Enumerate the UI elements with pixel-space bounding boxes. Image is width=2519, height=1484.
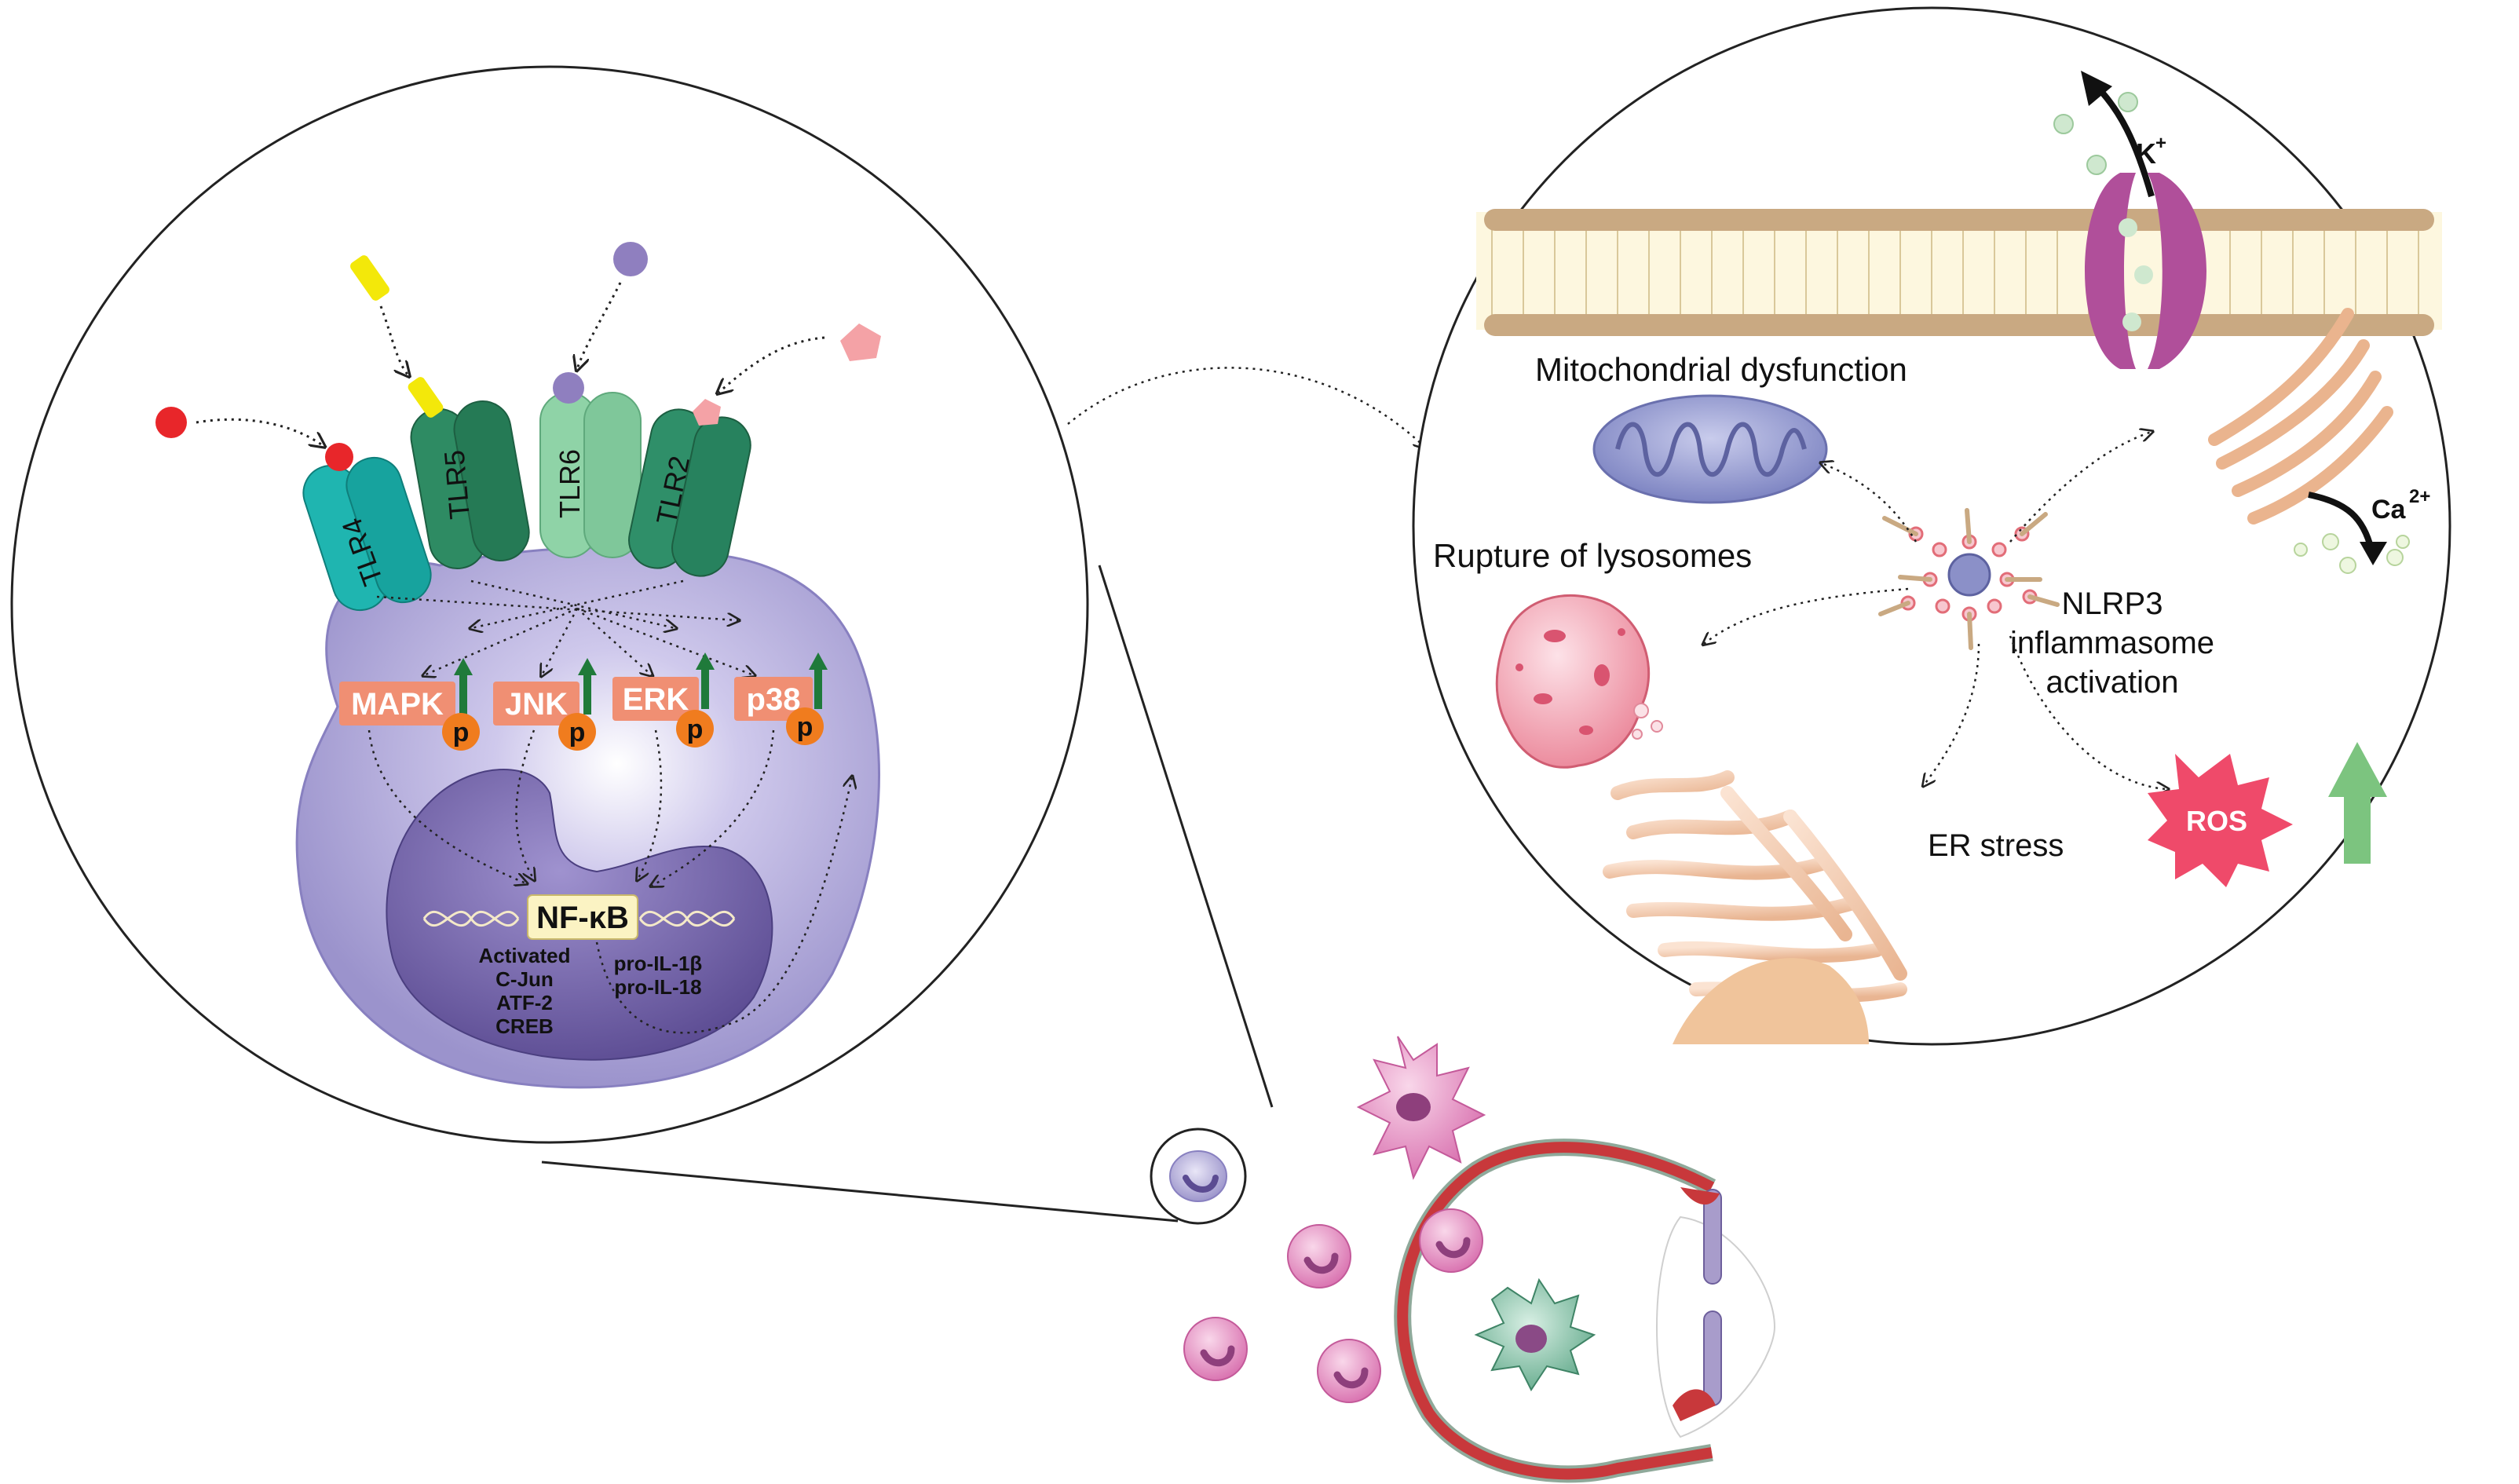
potassium-ions-icon [2053,92,2138,175]
eye-iris-lower [1703,1310,1722,1406]
potassium-charge-label: + [2155,133,2166,154]
eye-scene [1150,1036,1776,1483]
tlr4-receptor [302,456,432,612]
mapk-phospho-label: p [453,718,470,747]
zoom-line-bottom [541,1161,1179,1223]
left-to-right-connector-arrow [1067,367,1425,448]
activated-label: Activated [478,944,570,967]
right-zoom-panel: K + Mitochondrial dysfunction Ca 2+ [1412,6,2451,1046]
tlr6-receptor [539,392,642,558]
ros-increase-arrow-shaft-icon [2344,793,2371,864]
nlrp3-label-line2: inflammasome [2010,626,2214,660]
kinase-to-nfkb-arrows [367,729,852,1034]
right-zoom-circle [1412,6,2451,1046]
erk-badge: ERK p [612,652,715,747]
tlr6-label: TLR6 [554,449,586,518]
pro-il1b-label: pro-IL-1β [614,952,703,975]
receptor-signal-arrows [376,579,754,675]
potassium-efflux-arrowhead-icon [2081,71,2112,106]
cjun-label: C-Jun [495,967,554,991]
nlrp3-label-line3: activation [2046,665,2179,700]
nfkb-label: NF-κB [536,901,629,935]
mitochondrion-icon [1592,394,1828,504]
er-nucleus-edge [1673,958,1869,1044]
pink-dendritic-nucleus [1396,1093,1431,1121]
nlrp3-inflammasome-icon [1878,508,2060,650]
jnk-badge: JNK p [493,658,597,751]
calcium-release-arrowhead-icon [2360,542,2387,565]
eye-iris-upper [1703,1189,1722,1285]
ros-burst-icon [2148,754,2293,887]
purple-ligand-icon [613,242,648,276]
inflammasome-arrows [1704,432,2167,789]
ligand-binding-arrows [196,282,825,446]
eye-red-wall [1397,1142,1715,1480]
pink-granulocyte-icon [1317,1339,1381,1403]
calcium-release-arrow-icon [2308,492,2375,550]
atf2-label: ATF-2 [496,991,553,1014]
pink-granulocyte-icon [1419,1208,1483,1273]
red-ligand-icon [155,407,187,438]
ruptured-lysosome-icon [1495,594,1663,769]
ros-label: ROS [2186,805,2247,837]
eye-lens-outline [1656,1215,1776,1438]
er-stress-label: ER stress [1928,828,2064,863]
pink-pentagon-ligand-bound-icon [693,399,721,426]
nlrp3-label-line1: NLRP3 [2062,587,2163,621]
erk-label: ERK [623,682,689,717]
eye-ciliary-bottom [1673,1389,1716,1421]
mapk-badge: MAPK p [339,658,480,751]
mito-label: Mitochondrial dysfunction [1535,351,1907,388]
purple-ligand-bound-icon [553,372,584,404]
yellow-ligand-bound-icon [408,377,444,418]
p38-label: p38 [747,682,801,717]
golgi-icon [2208,308,2393,525]
dna-helix-left-icon [422,911,520,927]
pink-pentagon-ligand-icon [840,323,881,361]
cell-membrane [1476,209,2442,336]
tlr5-label: TLR5 [437,449,476,521]
tlr5-receptor [410,400,530,569]
p38-badge: p38 p [734,652,828,745]
red-ligand-bound-icon [325,443,353,471]
pink-granulocyte-icon [1183,1317,1248,1381]
jnk-phospho-label: p [569,718,586,747]
calcium-charge-label: 2+ [2409,486,2430,507]
creb-label: CREB [495,1014,554,1038]
p38-phospho-label: p [797,712,813,742]
calcium-ions-icon [2294,533,2410,574]
potassium-channel-icon [2085,173,2206,369]
erk-phospho-label: p [687,715,704,744]
yellow-ligand-icon [350,255,389,301]
zoom-line-top [1098,565,1274,1108]
tlr2-receptor [628,408,751,577]
left-zoom-panel: TLR4 TLR5 TLR6 TLR2 [10,65,1089,1144]
ros-increase-arrow-head-icon [2328,742,2387,797]
dna-helix-right-icon [638,911,736,927]
green-dendritic-nucleus [1515,1325,1547,1353]
eye-ciliary-top [1680,1187,1720,1205]
nfkb-box [527,894,638,940]
calcium-label: Ca [2371,495,2407,525]
pro-il18-label: pro-IL-18 [614,975,701,999]
lysosome-label: Rupture of lysosomes [1433,537,1752,574]
mapk-label: MAPK [351,687,444,722]
pink-granulocyte-icon [1287,1224,1351,1288]
jnk-label: JNK [505,687,568,722]
potassium-label: K [2136,137,2156,170]
